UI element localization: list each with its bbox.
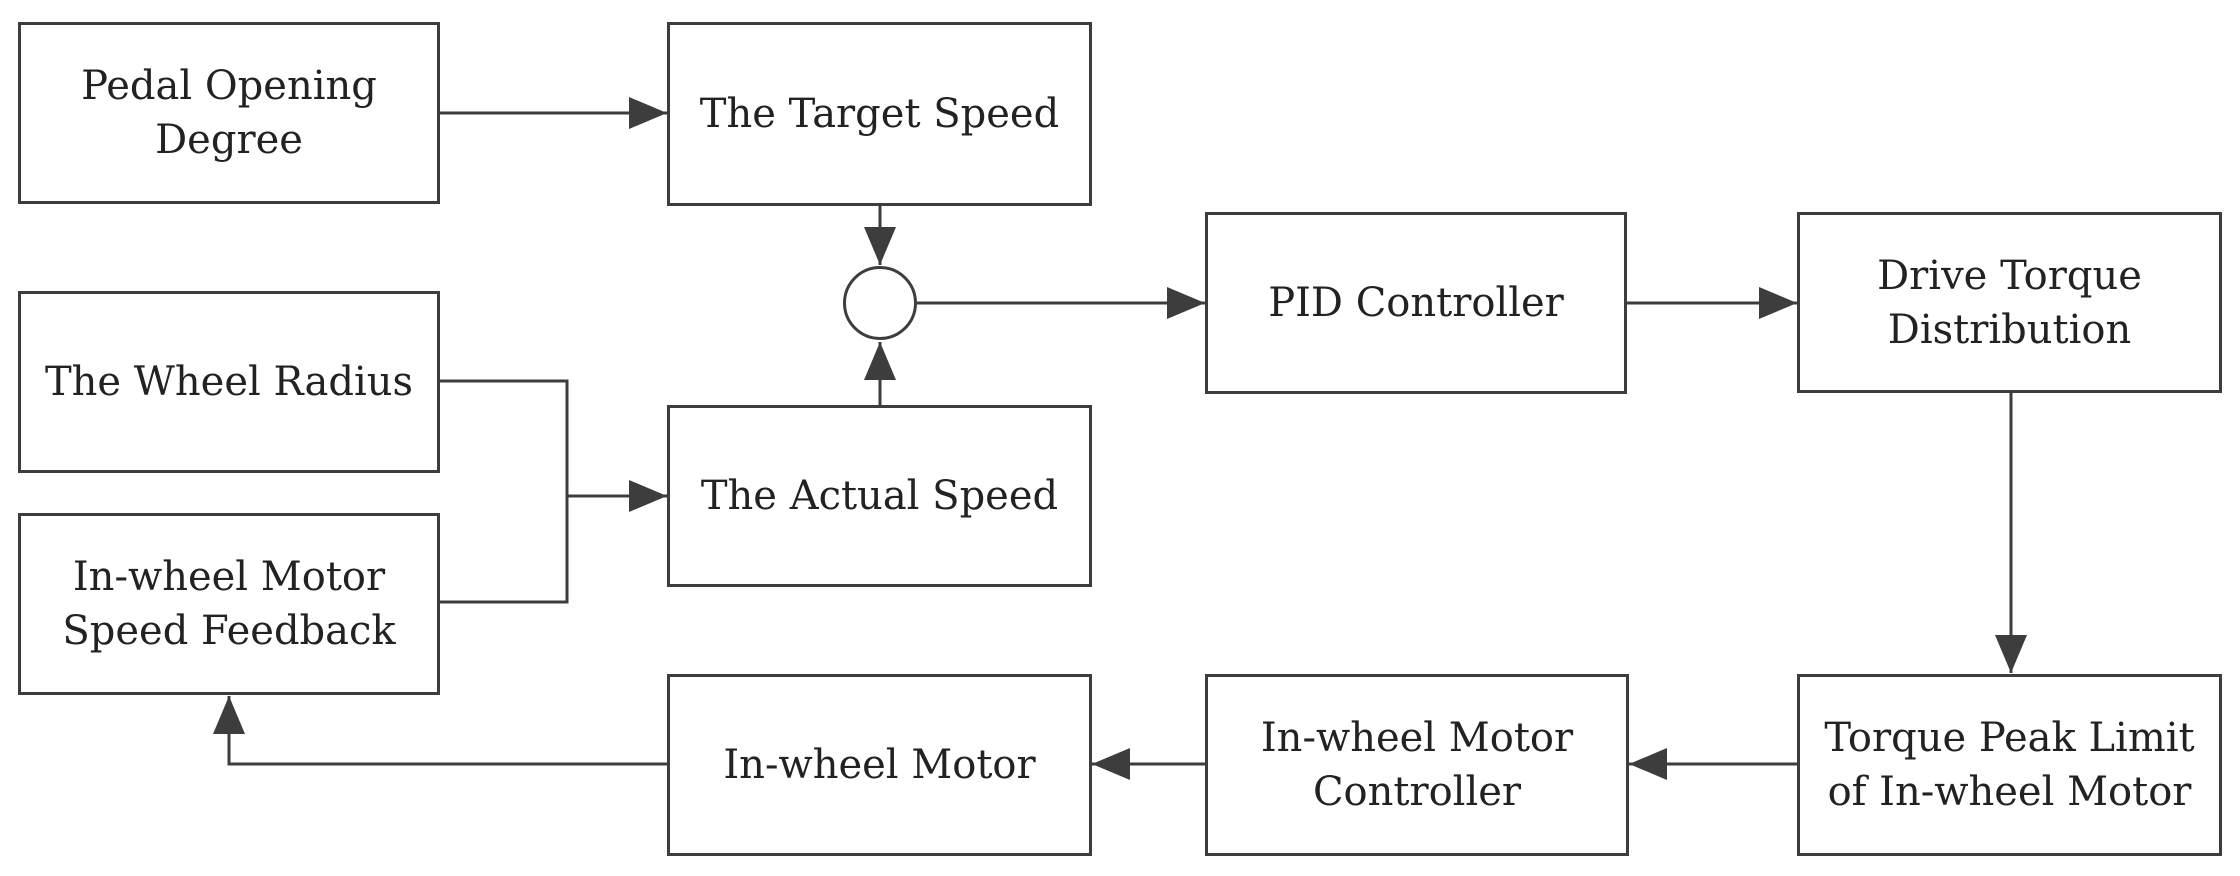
torque-peak-limit-block: Torque Peak Limit of In-wheel Motor <box>1797 674 2222 856</box>
motor-controller-block: In-wheel Motor Controller <box>1205 674 1629 856</box>
motor-speed-feedback-label: In-wheel Motor Speed Feedback <box>62 554 396 654</box>
actual-speed-label: The Actual Speed <box>700 473 1059 519</box>
wheel-radius-block: The Wheel Radius <box>18 291 440 473</box>
target-speed-block: The Target Speed <box>667 22 1092 206</box>
drive-torque-distribution-block: Drive Torque Distribution <box>1797 212 2222 393</box>
motor-controller-label: In-wheel Motor Controller <box>1260 715 1574 815</box>
summing-junction <box>843 266 917 340</box>
pid-controller-label: PID Controller <box>1268 280 1564 326</box>
target-speed-label: The Target Speed <box>699 91 1060 137</box>
drive-torque-distribution-label: Drive Torque Distribution <box>1877 252 2142 353</box>
line-feedback-merge <box>440 496 569 604</box>
torque-peak-limit-label: Torque Peak Limit of In-wheel Motor <box>1824 715 2195 815</box>
pedal-opening-label: Pedal Opening Degree <box>81 63 377 163</box>
pid-controller-block: PID Controller <box>1205 212 1627 394</box>
line-wheel-radius-merge <box>440 379 569 496</box>
in-wheel-motor-block: In-wheel Motor <box>667 674 1092 856</box>
pedal-opening-block: Pedal Opening Degree <box>18 22 440 204</box>
arrow-motor-to-feedback <box>213 696 667 766</box>
motor-speed-feedback-block: In-wheel Motor Speed Feedback <box>18 513 440 695</box>
actual-speed-block: The Actual Speed <box>667 405 1092 587</box>
in-wheel-motor-label: In-wheel Motor <box>723 742 1036 788</box>
wheel-radius-label: The Wheel Radius <box>44 359 414 405</box>
